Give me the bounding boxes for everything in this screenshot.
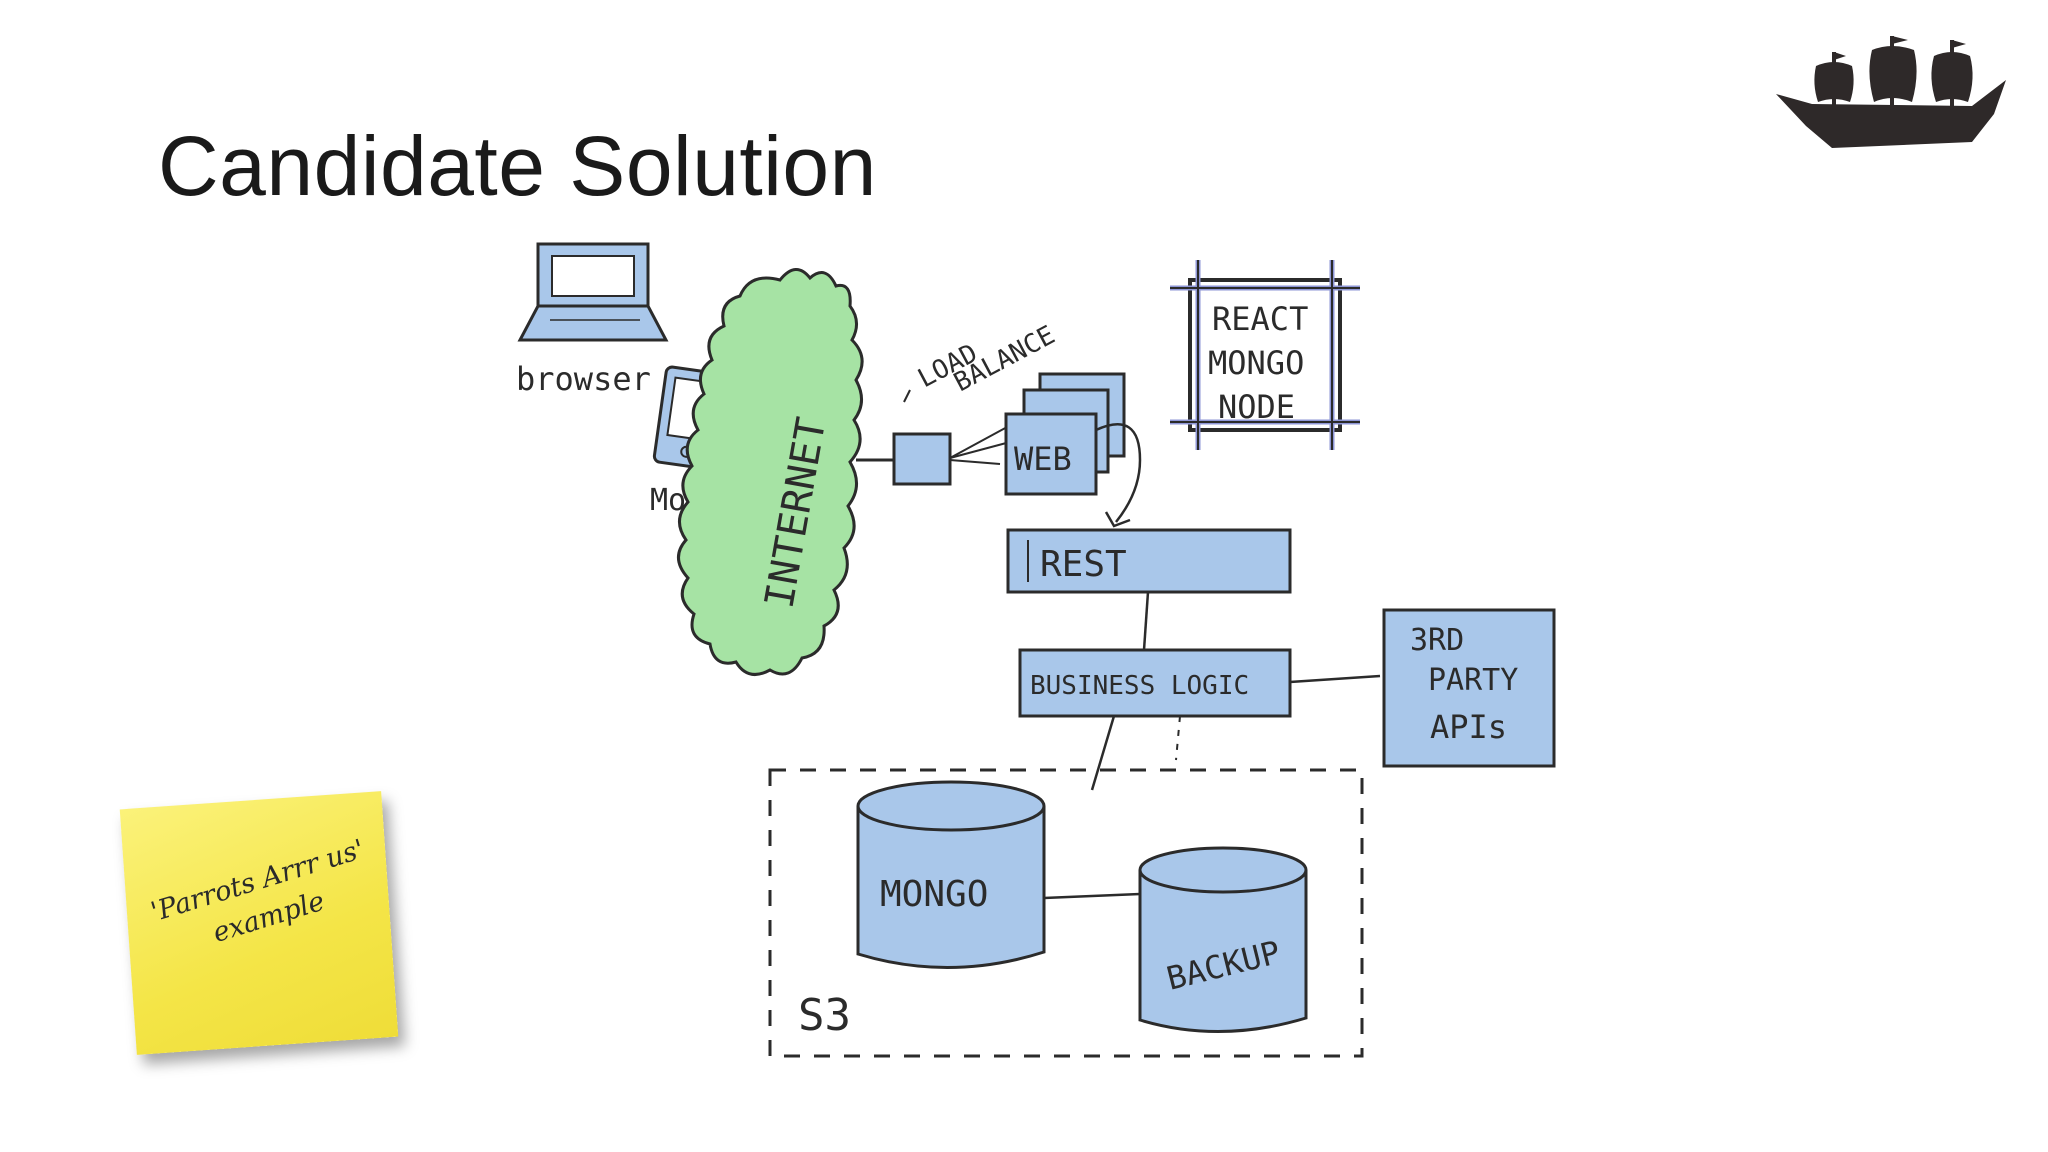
backup-database-cylinder <box>1138 846 1308 1033</box>
s3-region <box>768 768 1364 1058</box>
pirate-ship-icon <box>1776 36 2006 148</box>
s3-label: S3 <box>798 990 851 1041</box>
tech-stack-box <box>1170 260 1360 450</box>
third-party-label-2: PARTY <box>1428 663 1518 698</box>
sticky-note-text: 'Parrots Arrr us' example <box>147 833 369 949</box>
internet-cloud <box>677 268 864 676</box>
sticky-note: 'Parrots Arrr us' example <box>119 791 399 1055</box>
node-label: NODE <box>1218 388 1295 426</box>
browser-label: browser <box>516 360 651 398</box>
architecture-diagram: browser Mobile INTERNET LOAD BALANCE WEB <box>516 242 1556 1058</box>
third-party-label-3: APIs <box>1430 708 1507 746</box>
slide-title: Candidate Solution <box>158 119 877 213</box>
laptop-icon <box>517 242 669 342</box>
rest-label: REST <box>1040 544 1127 585</box>
load-balancer-box <box>892 432 952 486</box>
third-party-apis-box <box>1382 608 1556 768</box>
mongo-database-cylinder <box>856 780 1046 969</box>
mongo-stack-label: MONGO <box>1208 344 1304 382</box>
web-label: WEB <box>1014 440 1072 478</box>
rest-layer-box <box>1006 528 1292 594</box>
third-party-label-1: 3RD <box>1410 623 1464 658</box>
react-label: REACT <box>1212 300 1308 338</box>
web-server-box <box>1004 412 1098 496</box>
business-logic-label: BUSINESS LOGIC <box>1030 671 1249 701</box>
business-logic-box <box>1018 648 1292 718</box>
mongo-label: MONGO <box>880 874 988 915</box>
